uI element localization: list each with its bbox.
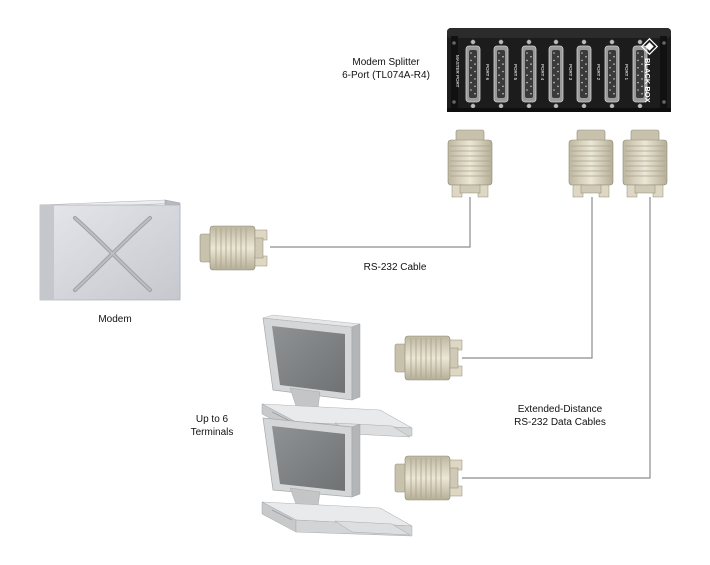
cables <box>270 197 651 479</box>
port-5-connector <box>521 39 537 109</box>
splitter-title: Modem Splitter 6-Port (TL074A-R4) <box>332 56 440 82</box>
cable-connector-master <box>447 129 493 198</box>
splitter-title-line2: 6-Port (TL074A-R4) <box>342 70 430 81</box>
port-2-connector <box>604 39 620 109</box>
modem-label: Modem <box>98 314 132 325</box>
extended-cables-label-line2: RS-232 Data Cables <box>514 417 606 428</box>
terminal-lower <box>261 417 413 537</box>
port-6-connector <box>493 39 509 109</box>
splitter-port-connectors <box>465 39 648 109</box>
splitter-title-line1: Modem Splitter <box>352 57 420 68</box>
port-label-3: PORT 3 <box>568 64 573 81</box>
cable-connector-terminal-1 <box>394 335 463 381</box>
extended-cables-label-line1: Extended-Distance <box>517 404 603 415</box>
extended-cable-line-2 <box>462 197 651 479</box>
cable-connector-port-2 <box>622 129 668 198</box>
rs232-cable-line <box>270 197 471 248</box>
terminals-label-line2: Terminals <box>190 427 234 438</box>
port-label-2: PORT 2 <box>596 64 601 81</box>
terminals-label: Up to 6 Terminals <box>180 413 244 439</box>
port-label-6: PORT 6 <box>485 64 490 81</box>
modem <box>39 199 181 301</box>
port-3-connector <box>576 39 592 109</box>
master-port-connector <box>465 39 481 109</box>
port-4-connector <box>548 39 564 109</box>
port-1-connector <box>632 39 648 109</box>
extended-cables-label: Extended-Distance RS-232 Data Cables <box>500 403 620 429</box>
cable-connector-port-3 <box>568 129 614 198</box>
extended-cable-line-1 <box>462 197 593 359</box>
splitter-brand: BLACK BOX <box>643 58 652 103</box>
cable-connector-modem <box>199 225 268 271</box>
terminal-upper <box>261 314 413 438</box>
port-label-5: PORT 5 <box>513 64 518 81</box>
port-label-master: MASTER PORT <box>455 55 460 88</box>
modem-splitter: BLACK BOX <box>447 28 671 112</box>
port-label-1: PORT 1 <box>624 64 629 81</box>
rs232-cable-label: RS-232 Cable <box>363 262 427 273</box>
terminals-label-line1: Up to 6 <box>195 414 229 425</box>
port-label-4: PORT 4 <box>540 64 545 81</box>
splitter-port-labels: MASTER PORT PORT 6 PORT 5 PORT 4 PORT 3 … <box>455 55 629 88</box>
cable-connector-terminal-2 <box>394 455 463 501</box>
